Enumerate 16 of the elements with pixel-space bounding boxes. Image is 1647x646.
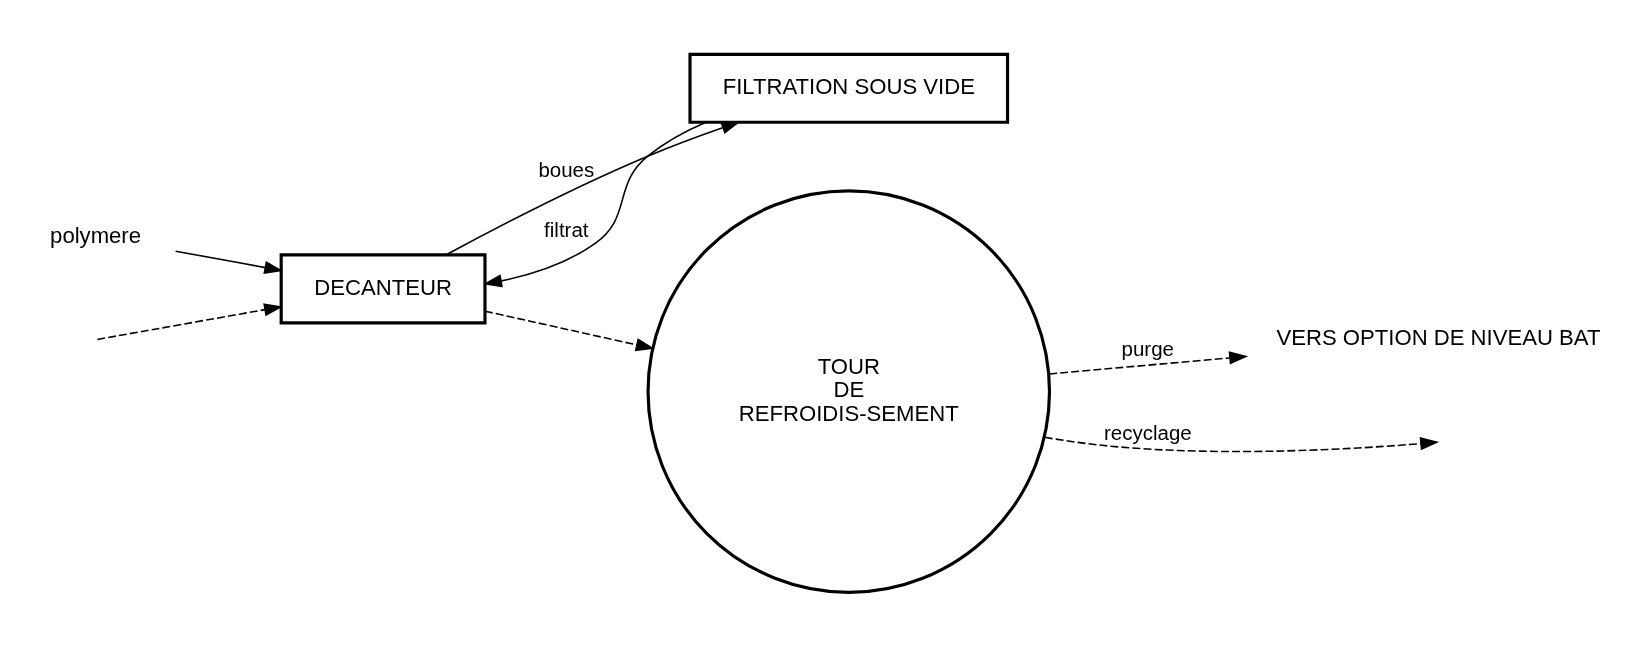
arrow [96,302,284,340]
node-box: DECANTEUR [279,252,487,324]
node-text: VERS OPTION DE NIVEAU BAT [1276,324,1601,350]
arrow [484,309,655,351]
node-box: FILTRATION SOUS VIDE [688,52,1010,124]
edge-label: purge [1121,336,1175,360]
node-text: polymere [50,222,142,248]
arrow [1044,436,1440,452]
arrow [483,121,707,287]
arrow [174,249,284,274]
arrow [1048,350,1249,375]
edge-label: filtrat [544,217,589,241]
edge-label: recyclage [1103,420,1192,444]
arrow [445,121,741,256]
edge-label: boues [538,157,595,181]
node-circle: TOUR DE REFROIDIS-SEMENT [646,188,1052,594]
